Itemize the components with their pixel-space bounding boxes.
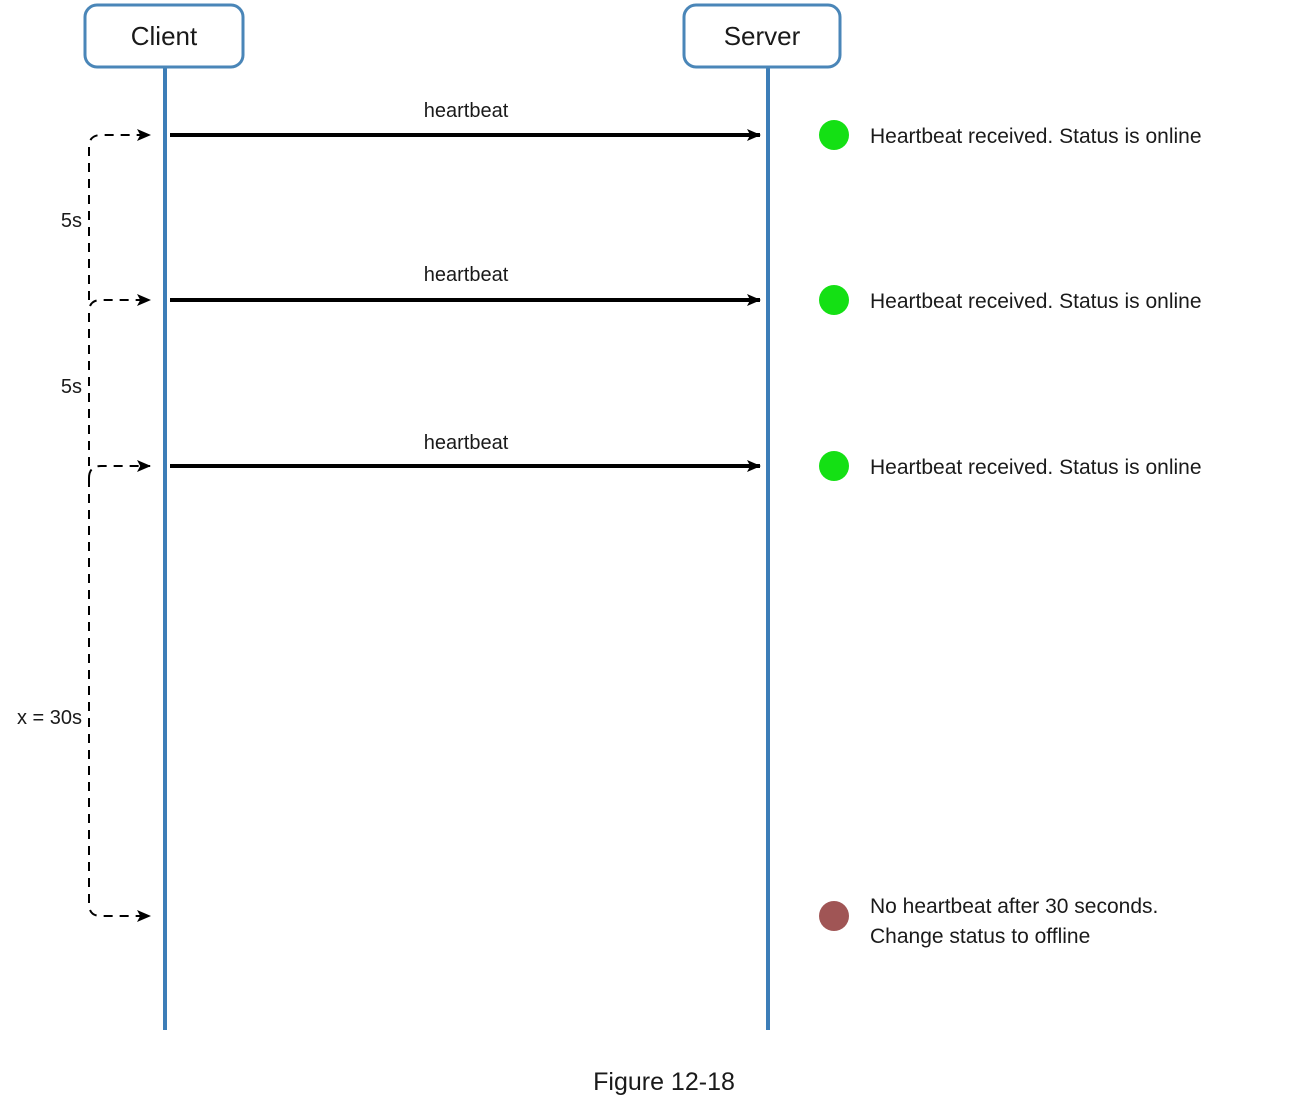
timer-bracket-path-3 [88, 460, 151, 479]
status-note-text-1: Heartbeat received. Status is online [870, 125, 1202, 148]
message-heartbeat-3: heartbeat [170, 432, 761, 472]
message-heartbeat-2: heartbeat [170, 264, 761, 306]
participant-box-client[interactable] [83, 3, 245, 69]
timing-label-interval-1: 5s [61, 210, 82, 232]
participant-label-client: Client [131, 21, 198, 51]
message-label-3: heartbeat [424, 432, 509, 454]
status-offline-indicator-icon [819, 901, 849, 931]
participant-box-server[interactable] [682, 3, 842, 69]
timer-bracket-timeout-path [88, 478, 151, 922]
status-note-text-4-line-1: No heartbeat after 30 seconds. [870, 895, 1158, 918]
timing-label-interval-2: 5s [61, 376, 82, 398]
status-note-3: Heartbeat received. Status is online [819, 451, 1202, 481]
status-online-indicator-icon [819, 451, 849, 481]
timer-bracket-3 [88, 460, 151, 922]
timing-labels-group: 5s 5s x = 30s [17, 210, 82, 729]
status-online-indicator-icon [819, 120, 849, 150]
status-note-text-3: Heartbeat received. Status is online [870, 456, 1202, 479]
status-online-indicator-icon [819, 285, 849, 315]
participant-server[interactable]: Server [682, 3, 842, 69]
message-label-1: heartbeat [424, 100, 509, 122]
status-note-2: Heartbeat received. Status is online [819, 285, 1202, 315]
figure-caption: Figure 12-18 [593, 1068, 735, 1096]
lifelines-group [163, 67, 770, 1030]
timer-bracket-1 [88, 129, 151, 300]
status-note-text-4-line-2: Change status to offline [870, 925, 1090, 948]
participant-client[interactable]: Client [83, 3, 245, 69]
message-heartbeat-1: heartbeat [170, 100, 761, 141]
timer-bracket-path-2 [88, 294, 151, 466]
timer-bracket-2 [88, 294, 151, 466]
status-note-1: Heartbeat received. Status is online [819, 120, 1202, 150]
status-note-text-2: Heartbeat received. Status is online [870, 290, 1202, 313]
timer-bracket-path-1 [88, 129, 151, 300]
status-note-4: No heartbeat after 30 seconds. Change st… [819, 895, 1158, 948]
message-label-2: heartbeat [424, 264, 509, 286]
timing-label-timeout: x = 30s [17, 707, 82, 729]
participant-label-server: Server [724, 21, 801, 51]
